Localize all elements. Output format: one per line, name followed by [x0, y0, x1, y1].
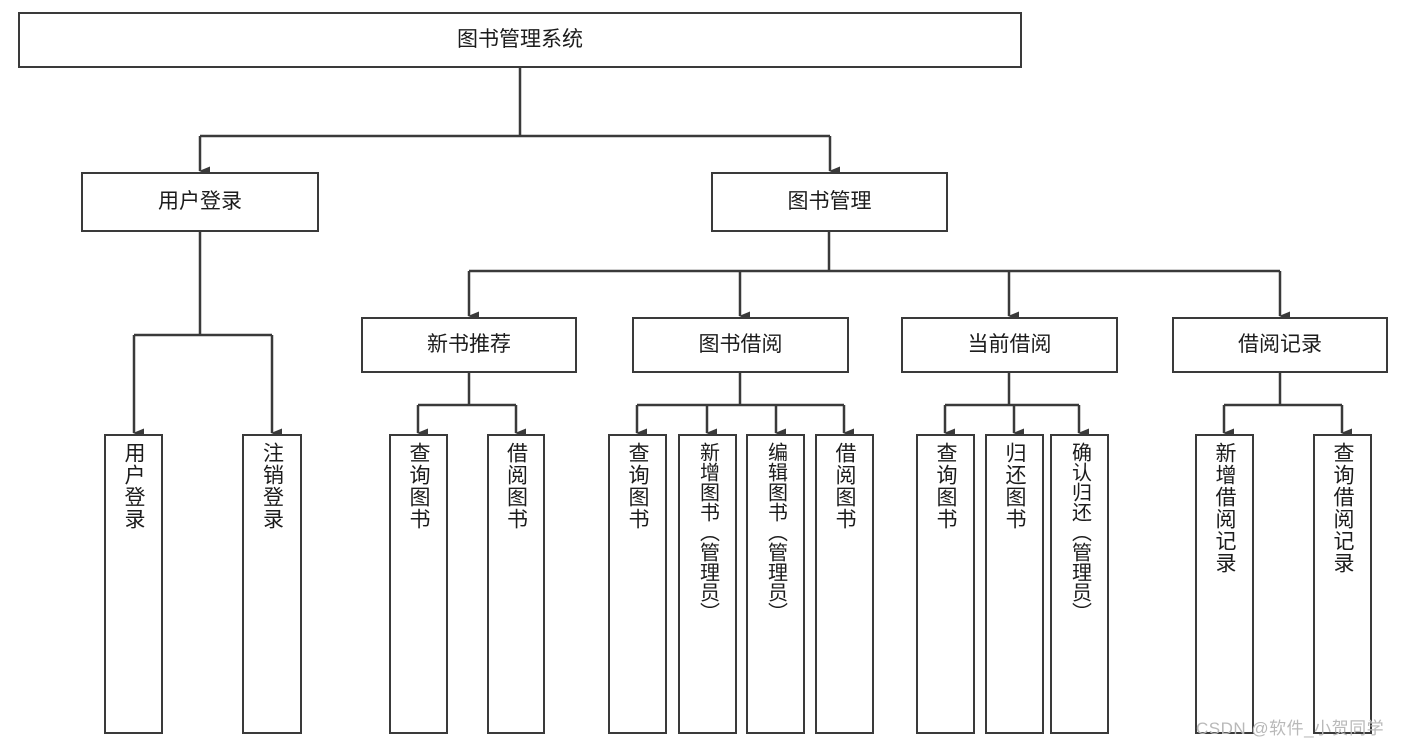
node-label: 注销登录	[260, 442, 284, 530]
node-label: 借阅图书	[504, 442, 528, 530]
node-label: 查询图书	[626, 442, 649, 530]
node-current[interactable]: 当前借阅	[901, 317, 1118, 373]
node-leaf-user-login[interactable]: 用户登录	[104, 434, 163, 734]
node-label: 查询借阅记录	[1331, 442, 1354, 574]
node-label: 用户登录	[122, 442, 145, 530]
node-label: 借阅记录	[1238, 332, 1322, 356]
node-label: 归还图书	[1003, 442, 1026, 530]
node-label: 查询图书	[934, 442, 957, 530]
node-label: 借阅图书	[833, 442, 856, 530]
node-label: 新增借阅记录	[1213, 442, 1236, 574]
node-label: 查询图书	[407, 442, 430, 530]
node-leaf-query-book-1[interactable]: 查询图书	[389, 434, 448, 734]
node-label: 用户登录	[158, 189, 242, 213]
node-label: 图书管理	[787, 189, 872, 213]
node-newbook[interactable]: 新书推荐	[361, 317, 577, 373]
node-leaf-logout[interactable]: 注销登录	[242, 434, 302, 734]
node-label: 确认归还（管理员）	[1068, 442, 1091, 622]
node-leaf-edit-book[interactable]: 编辑图书（管理员）	[746, 434, 805, 734]
node-leaf-confirm-return[interactable]: 确认归还（管理员）	[1050, 434, 1109, 734]
node-leaf-query-book-2[interactable]: 查询图书	[608, 434, 667, 734]
edge-group	[132, 68, 1352, 438]
node-leaf-add-record[interactable]: 新增借阅记录	[1195, 434, 1254, 734]
node-label: 当前借阅	[967, 332, 1052, 356]
node-label: 图书管理系统	[457, 27, 583, 51]
watermark: CSDN @软件_小贺同学	[1196, 719, 1385, 738]
node-leaf-add-book[interactable]: 新增图书（管理员）	[678, 434, 737, 734]
node-login[interactable]: 用户登录	[81, 172, 319, 232]
node-label: 新书推荐	[427, 332, 511, 356]
node-leaf-query-record[interactable]: 查询借阅记录	[1313, 434, 1372, 734]
node-leaf-borrow-book-1[interactable]: 借阅图书	[487, 434, 545, 734]
node-label: 新增图书（管理员）	[696, 442, 719, 622]
node-bookmgmt[interactable]: 图书管理	[711, 172, 948, 232]
node-leaf-query-book-3[interactable]: 查询图书	[916, 434, 975, 734]
node-leaf-return-book[interactable]: 归还图书	[985, 434, 1044, 734]
node-records[interactable]: 借阅记录	[1172, 317, 1388, 373]
node-root[interactable]: 图书管理系统	[18, 12, 1022, 68]
node-label: 图书借阅	[698, 332, 783, 356]
node-label: 编辑图书（管理员）	[764, 442, 787, 622]
node-leaf-borrow-book-2[interactable]: 借阅图书	[815, 434, 874, 734]
node-borrow[interactable]: 图书借阅	[632, 317, 849, 373]
